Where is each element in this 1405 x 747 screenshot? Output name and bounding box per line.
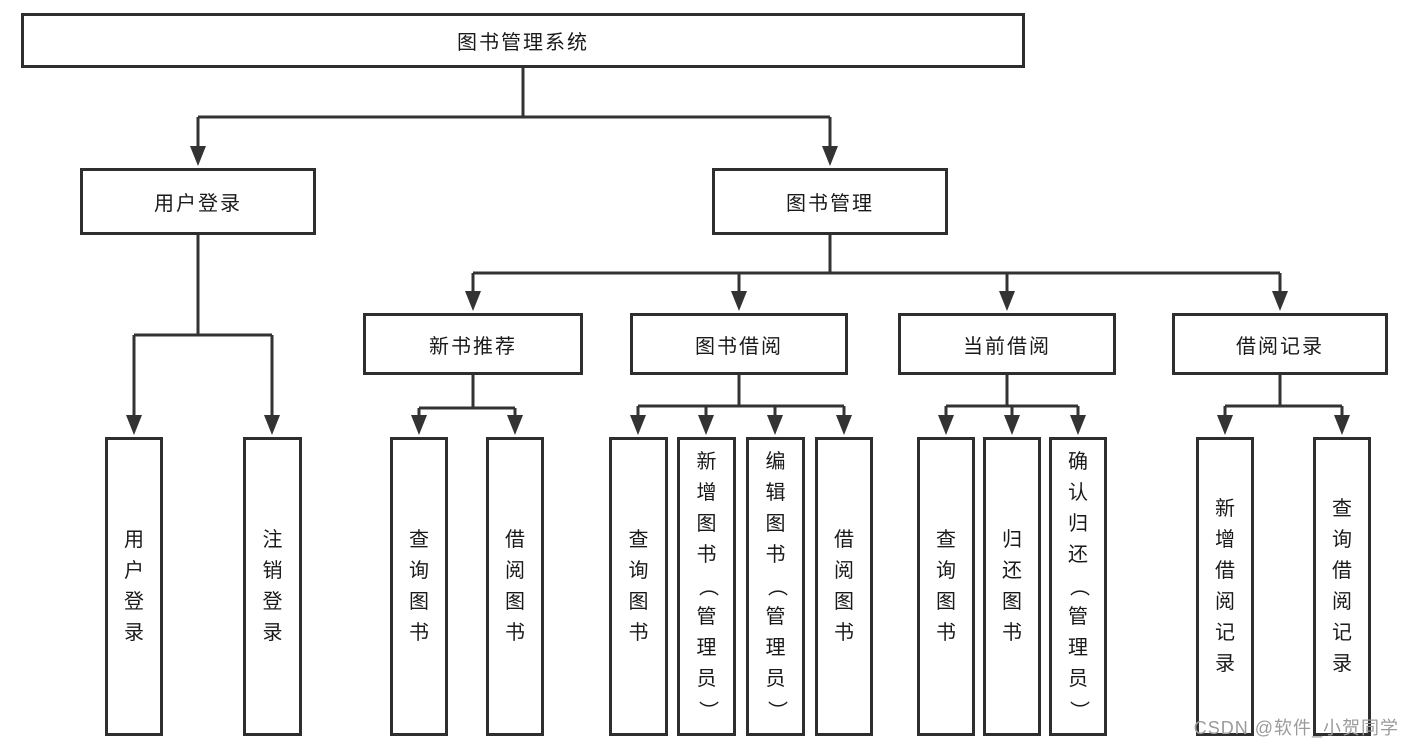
node-label: 新书推荐	[429, 335, 517, 358]
leaf-borrow-books-recommend: 借阅图书	[486, 437, 544, 736]
leaf-query-borrow-record: 查询借阅记录	[1313, 437, 1371, 736]
node-book-borrowing: 图书借阅	[630, 313, 848, 375]
node-user-login: 用户登录	[80, 168, 316, 235]
leaf-query-books-current: 查询图书	[917, 437, 975, 736]
node-library-system: 图书管理系统	[21, 13, 1025, 68]
node-current-borrowing: 当前借阅	[898, 313, 1116, 375]
node-book-management: 图书管理	[712, 168, 948, 235]
leaf-return-books: 归还图书	[983, 437, 1041, 736]
leaf-add-borrow-record: 新增借阅记录	[1196, 437, 1254, 736]
leaf-query-books-recommend: 查询图书	[390, 437, 448, 736]
arrowheads	[126, 146, 1350, 435]
node-borrowing-records: 借阅记录	[1172, 313, 1388, 375]
leaf-user-login: 用户登录	[105, 437, 163, 736]
leaf-edit-books-admin: 编辑图书（管理员）	[746, 437, 805, 736]
node-new-book-recommend: 新书推荐	[363, 313, 583, 375]
node-label: 图书管理系统	[457, 32, 589, 54]
leaf-query-books-borrow: 查询图书	[609, 437, 668, 736]
node-label: 用户登录	[154, 193, 242, 215]
node-label: 当前借阅	[963, 335, 1051, 358]
csdn-watermark: CSDN @软件_小贺同学	[1193, 718, 1399, 738]
leaf-logout: 注销登录	[243, 437, 302, 736]
node-label: 借阅记录	[1236, 335, 1324, 358]
node-label: 图书管理	[786, 193, 874, 215]
leaf-add-books-admin: 新增图书（管理员）	[677, 437, 736, 736]
leaf-confirm-return-admin: 确认归还（管理员）	[1049, 437, 1107, 736]
node-label: 图书借阅	[695, 335, 783, 358]
leaf-borrow-books: 借阅图书	[815, 437, 873, 736]
